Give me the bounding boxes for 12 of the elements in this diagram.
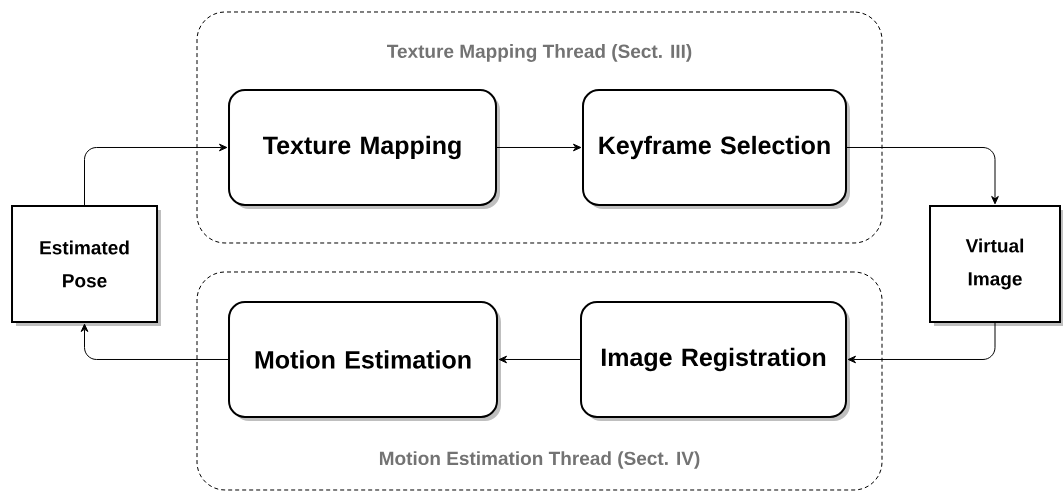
data-box: Virtual Image bbox=[929, 205, 1063, 326]
arrow bbox=[498, 355, 581, 364]
arrow bbox=[80, 323, 229, 360]
process-box: Texture Mapping bbox=[228, 89, 500, 209]
process-box: Motion Estimation bbox=[228, 301, 501, 421]
data-box: Estimated Pose bbox=[11, 205, 161, 326]
process-box: Keyframe Selection bbox=[582, 89, 850, 209]
arrow bbox=[847, 322, 996, 364]
arrow bbox=[84, 143, 228, 206]
process-box: Image Registration bbox=[580, 301, 850, 421]
arrow bbox=[496, 143, 582, 152]
arrow bbox=[846, 147, 999, 205]
